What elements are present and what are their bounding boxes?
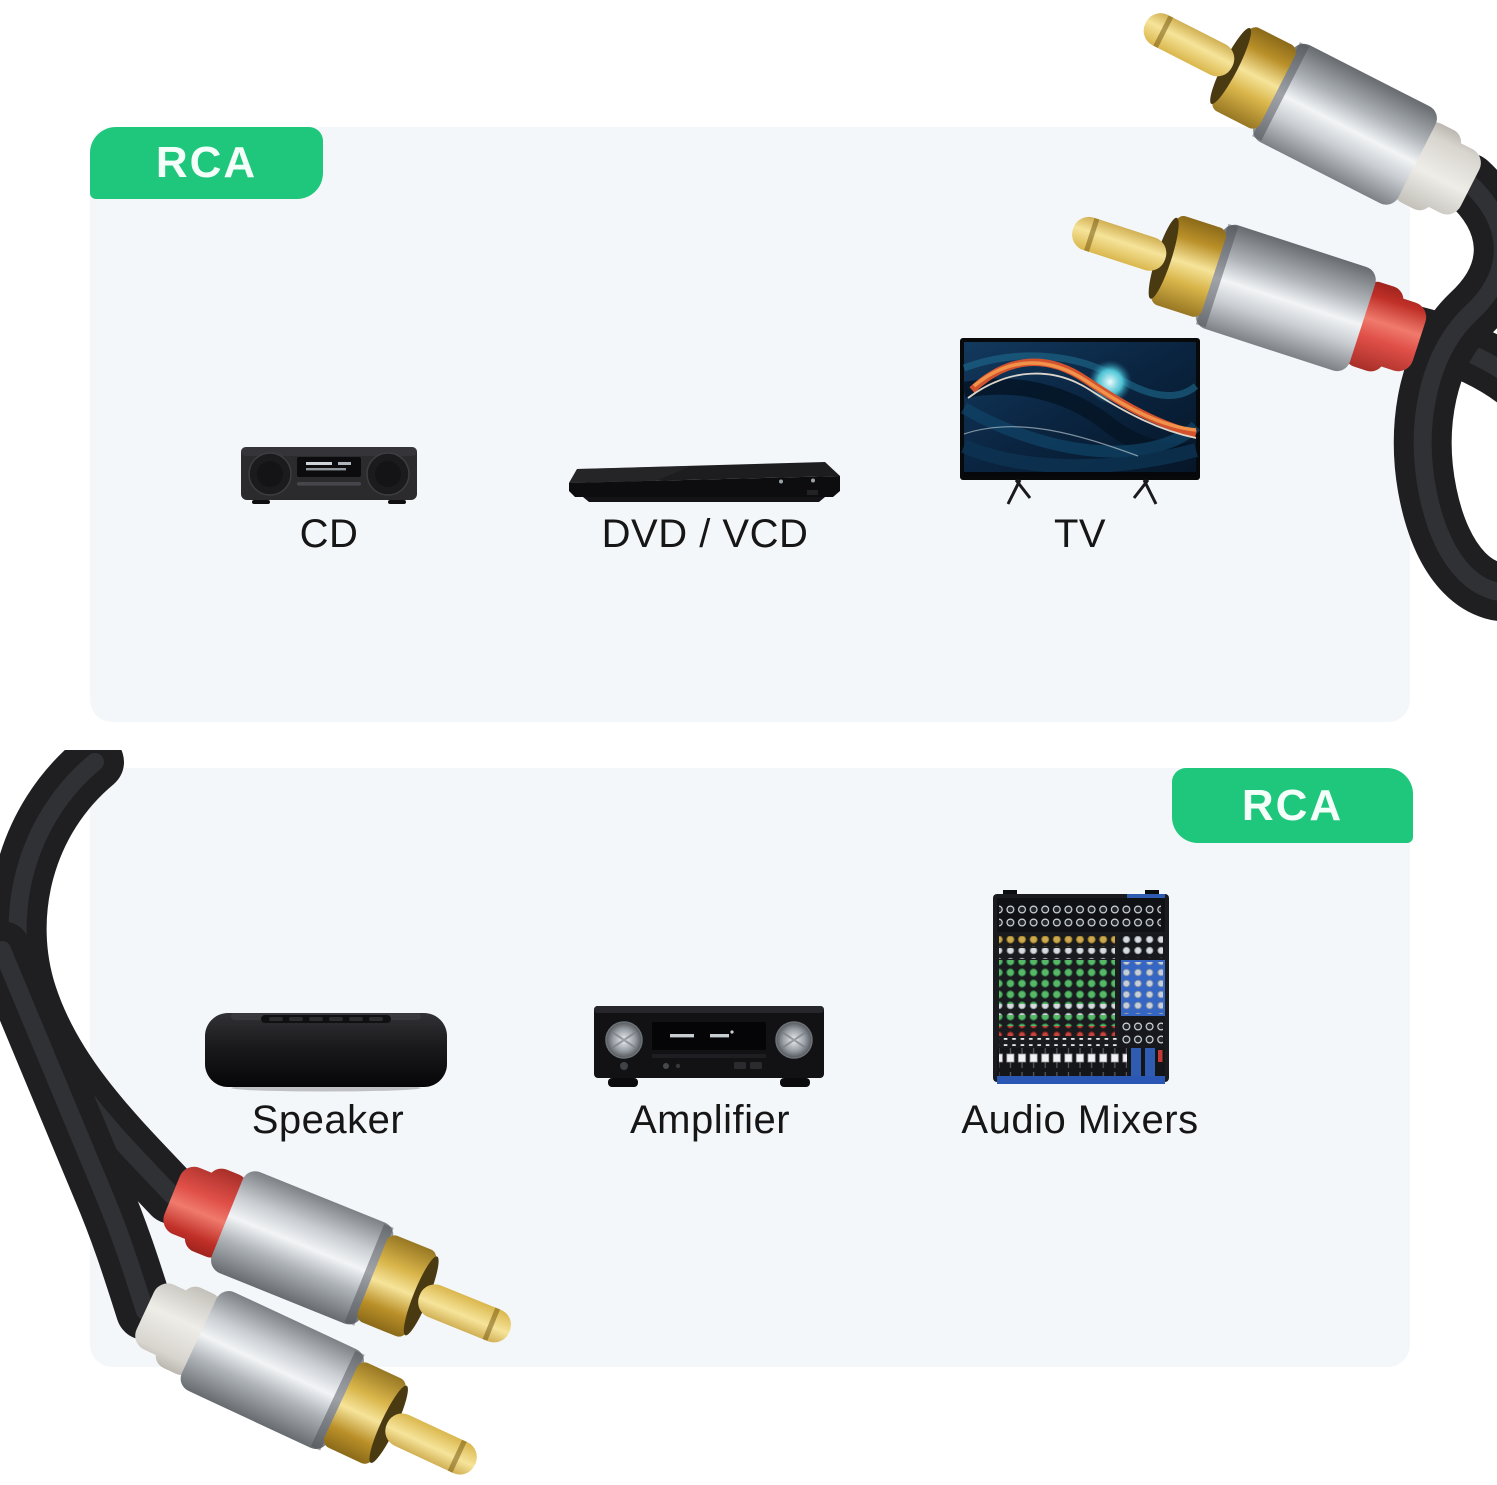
dvd-player-icon <box>569 462 840 502</box>
rca-plugs-bottom-icon <box>0 733 511 1475</box>
rca-plug-white-bottom <box>135 1283 477 1475</box>
cable-loops-right <box>1386 153 1497 621</box>
speaker-label: Speaker <box>251 1098 405 1142</box>
cd-label: CD <box>299 512 359 556</box>
cable-loops-left <box>0 733 201 1340</box>
dvd-label: DVD / VCD <box>601 512 809 556</box>
amplifier-label: Amplifier <box>629 1098 791 1142</box>
rca-plug-red-bottom <box>163 1166 511 1343</box>
rca-plug-white-top <box>1143 13 1481 215</box>
tv-icon <box>960 338 1201 505</box>
speaker-image <box>203 1005 449 1093</box>
cd-player-image <box>240 444 418 506</box>
audio-mixer-label: Audio Mixers <box>961 1098 1199 1142</box>
cd-player-icon <box>241 447 417 504</box>
tv-label: TV <box>1053 512 1107 556</box>
rca-plug-pair-top-right-image <box>1000 0 1497 750</box>
tv-image <box>958 338 1206 510</box>
speaker-icon <box>205 1013 447 1092</box>
rca-badge-bottom: RCA <box>1172 768 1413 843</box>
rca-plug-red-top <box>1072 216 1427 372</box>
amplifier-image <box>592 996 826 1092</box>
rca-plugs-top-icon <box>1072 13 1497 621</box>
audio-mixer-icon <box>993 890 1169 1084</box>
amplifier-icon <box>594 1006 824 1087</box>
rca-badge-top: RCA <box>90 127 323 199</box>
dvd-player-image <box>563 452 845 508</box>
audio-mixer-image <box>993 890 1169 1088</box>
rca-plug-pair-bottom-left-image <box>0 733 560 1485</box>
